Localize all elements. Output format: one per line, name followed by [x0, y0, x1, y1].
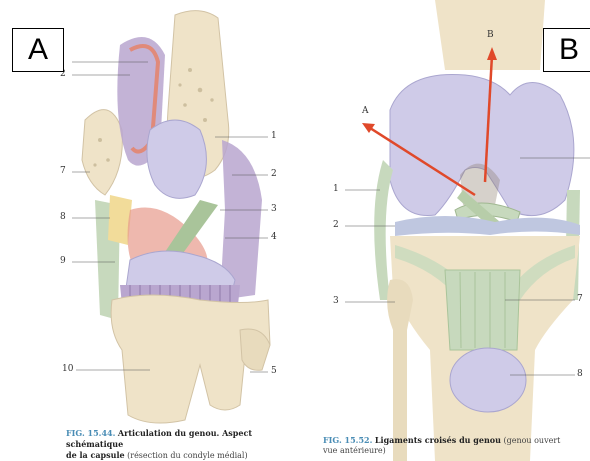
label-9: 9	[60, 257, 66, 266]
label-b-2: 2	[333, 221, 339, 230]
caption-b-note2: vue antérieure)	[323, 446, 386, 455]
label-8: 8	[60, 213, 66, 222]
label-2-right: 2	[271, 170, 277, 179]
arrow-a-label: A	[362, 106, 369, 116]
caption-a-note: (résection du condyle médial)	[127, 451, 247, 460]
panel-label-a: A	[12, 28, 64, 72]
figure-b-caption: FIG. 15.52. Ligaments croisés du genou (…	[323, 435, 588, 456]
label-b-8: 8	[577, 370, 583, 379]
figure-a-caption: FIG. 15.44. Articulation du genou. Aspec…	[66, 428, 291, 461]
label-7: 7	[60, 167, 66, 176]
label-b-3: 3	[333, 297, 339, 306]
arrow-b-label: B	[487, 30, 494, 40]
label-5: 5	[271, 367, 277, 376]
label-1: 1	[271, 132, 277, 141]
panel-label-b: B	[543, 28, 590, 72]
caption-b-note: (genou ouvert	[503, 436, 560, 445]
label-b-1: 1	[333, 185, 339, 194]
label-4: 4	[271, 233, 277, 242]
label-10: 10	[62, 365, 73, 374]
caption-b-fig: FIG. 15.52.	[323, 435, 372, 445]
caption-b-title: Ligaments croisés du genou	[375, 435, 501, 445]
caption-a-title2: de la capsule	[66, 450, 125, 460]
label-3: 3	[271, 205, 277, 214]
caption-a-fig: FIG. 15.44.	[66, 428, 115, 438]
label-b-7: 7	[577, 295, 583, 304]
